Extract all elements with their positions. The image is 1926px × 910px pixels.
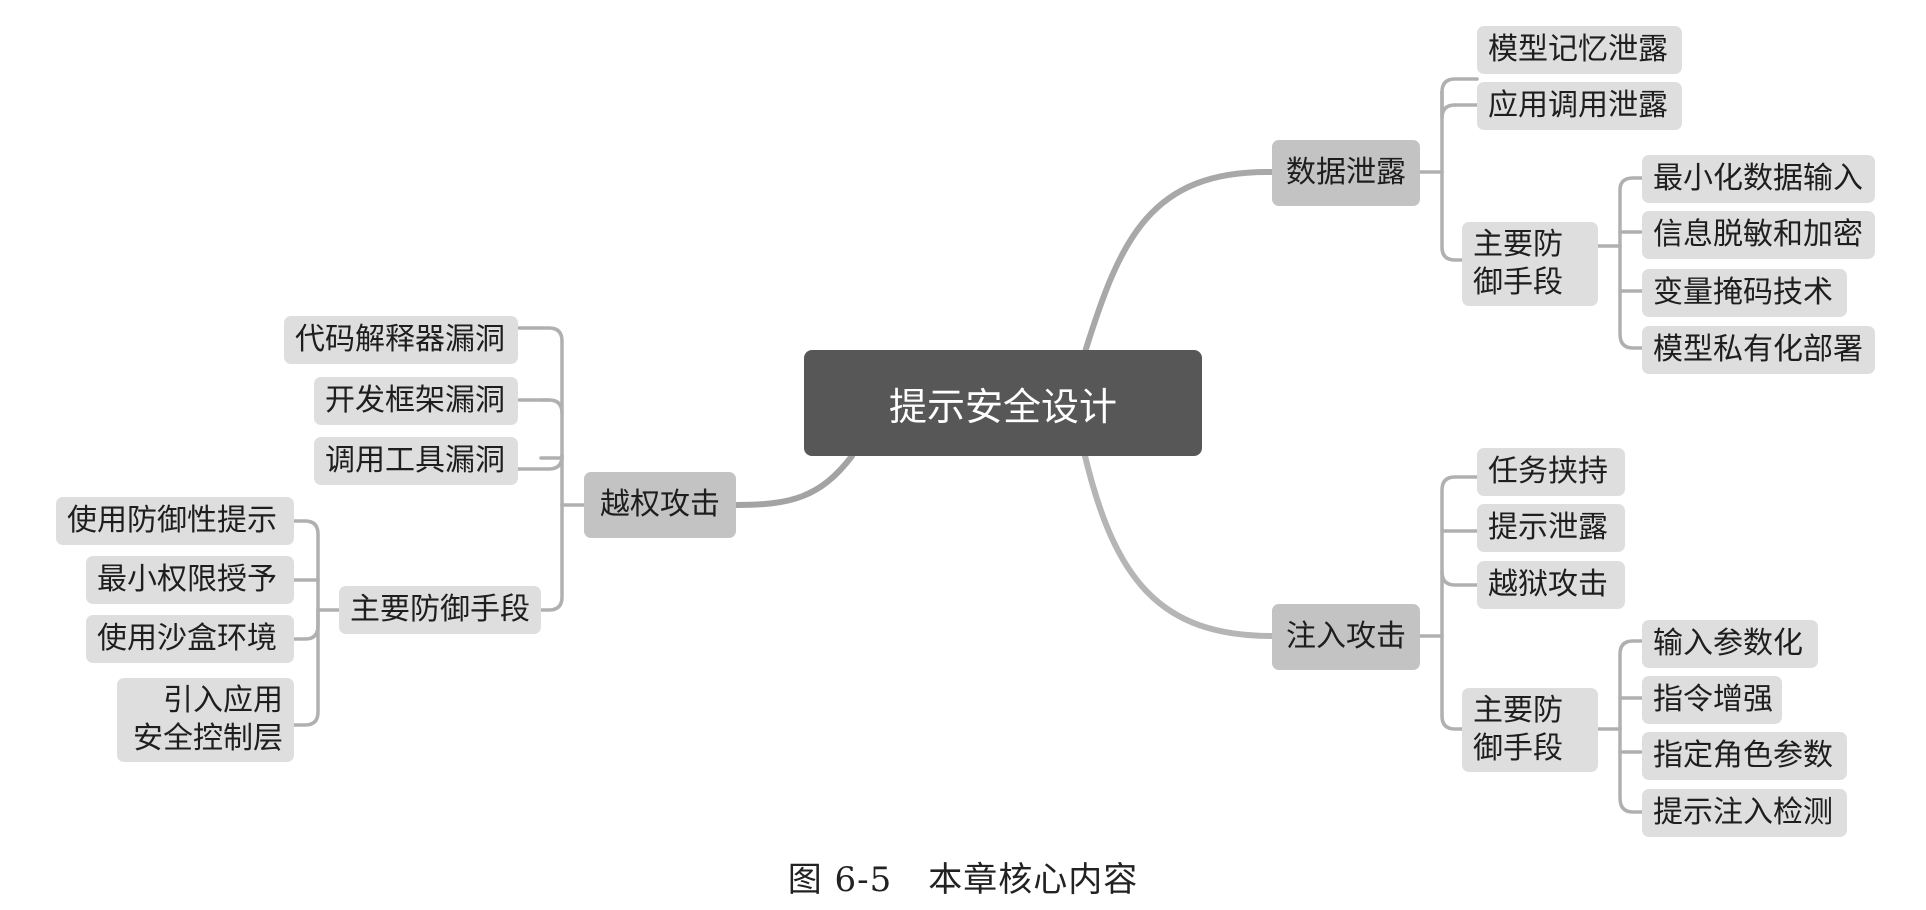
privilege-defense-item: 使用沙盒环境 — [86, 615, 294, 663]
privilege-defense-label: 主要防御手段 — [339, 586, 541, 634]
injection-item: 提示泄露 — [1477, 504, 1625, 552]
data-leak-item: 模型记忆泄露 — [1477, 26, 1682, 74]
injection-defense-item: 指令增强 — [1642, 676, 1782, 724]
privilege-defense-item: 最小权限授予 — [86, 556, 294, 604]
branch-injection: 注入攻击 — [1272, 604, 1420, 670]
curve-root-privilege — [733, 453, 855, 508]
figure-caption: 图 6-5 本章核心内容 — [0, 852, 1926, 901]
injection-defense-item: 指定角色参数 — [1642, 732, 1847, 780]
data-leak-defense-label: 主要防御手段 — [1462, 222, 1598, 306]
privilege-item: 调用工具漏洞 — [314, 437, 518, 485]
data-leak-defense-item: 最小化数据输入 — [1642, 155, 1875, 203]
data-leak-item: 应用调用泄露 — [1477, 82, 1682, 130]
privilege-item: 开发框架漏洞 — [314, 377, 518, 425]
data-leak-defense-item: 变量掩码技术 — [1642, 269, 1847, 317]
data-leak-defense-item: 模型私有化部署 — [1642, 326, 1875, 374]
data-leak-defense-item: 信息脱敏和加密 — [1642, 211, 1875, 259]
branch-privilege: 越权攻击 — [584, 472, 736, 538]
curve-root-data-leak — [1082, 168, 1275, 355]
privilege-item: 代码解释器漏洞 — [284, 316, 518, 364]
injection-defense-item: 输入参数化 — [1642, 620, 1818, 668]
injection-defense-label: 主要防御手段 — [1462, 688, 1598, 772]
curve-root-injection — [1082, 453, 1275, 639]
privilege-defense-item: 引入应用 安全控制层 — [117, 678, 294, 762]
privilege-defense-item: 使用防御性提示 — [56, 497, 294, 545]
injection-defense-item: 提示注入检测 — [1642, 789, 1847, 837]
root-node: 提示安全设计 — [804, 350, 1202, 456]
branch-data-leak: 数据泄露 — [1272, 140, 1420, 206]
figure-title: 本章核心内容 — [928, 860, 1139, 900]
injection-item: 任务挟持 — [1477, 448, 1625, 496]
injection-item: 越狱攻击 — [1477, 561, 1625, 609]
figure-number: 图 6-5 — [787, 860, 893, 900]
